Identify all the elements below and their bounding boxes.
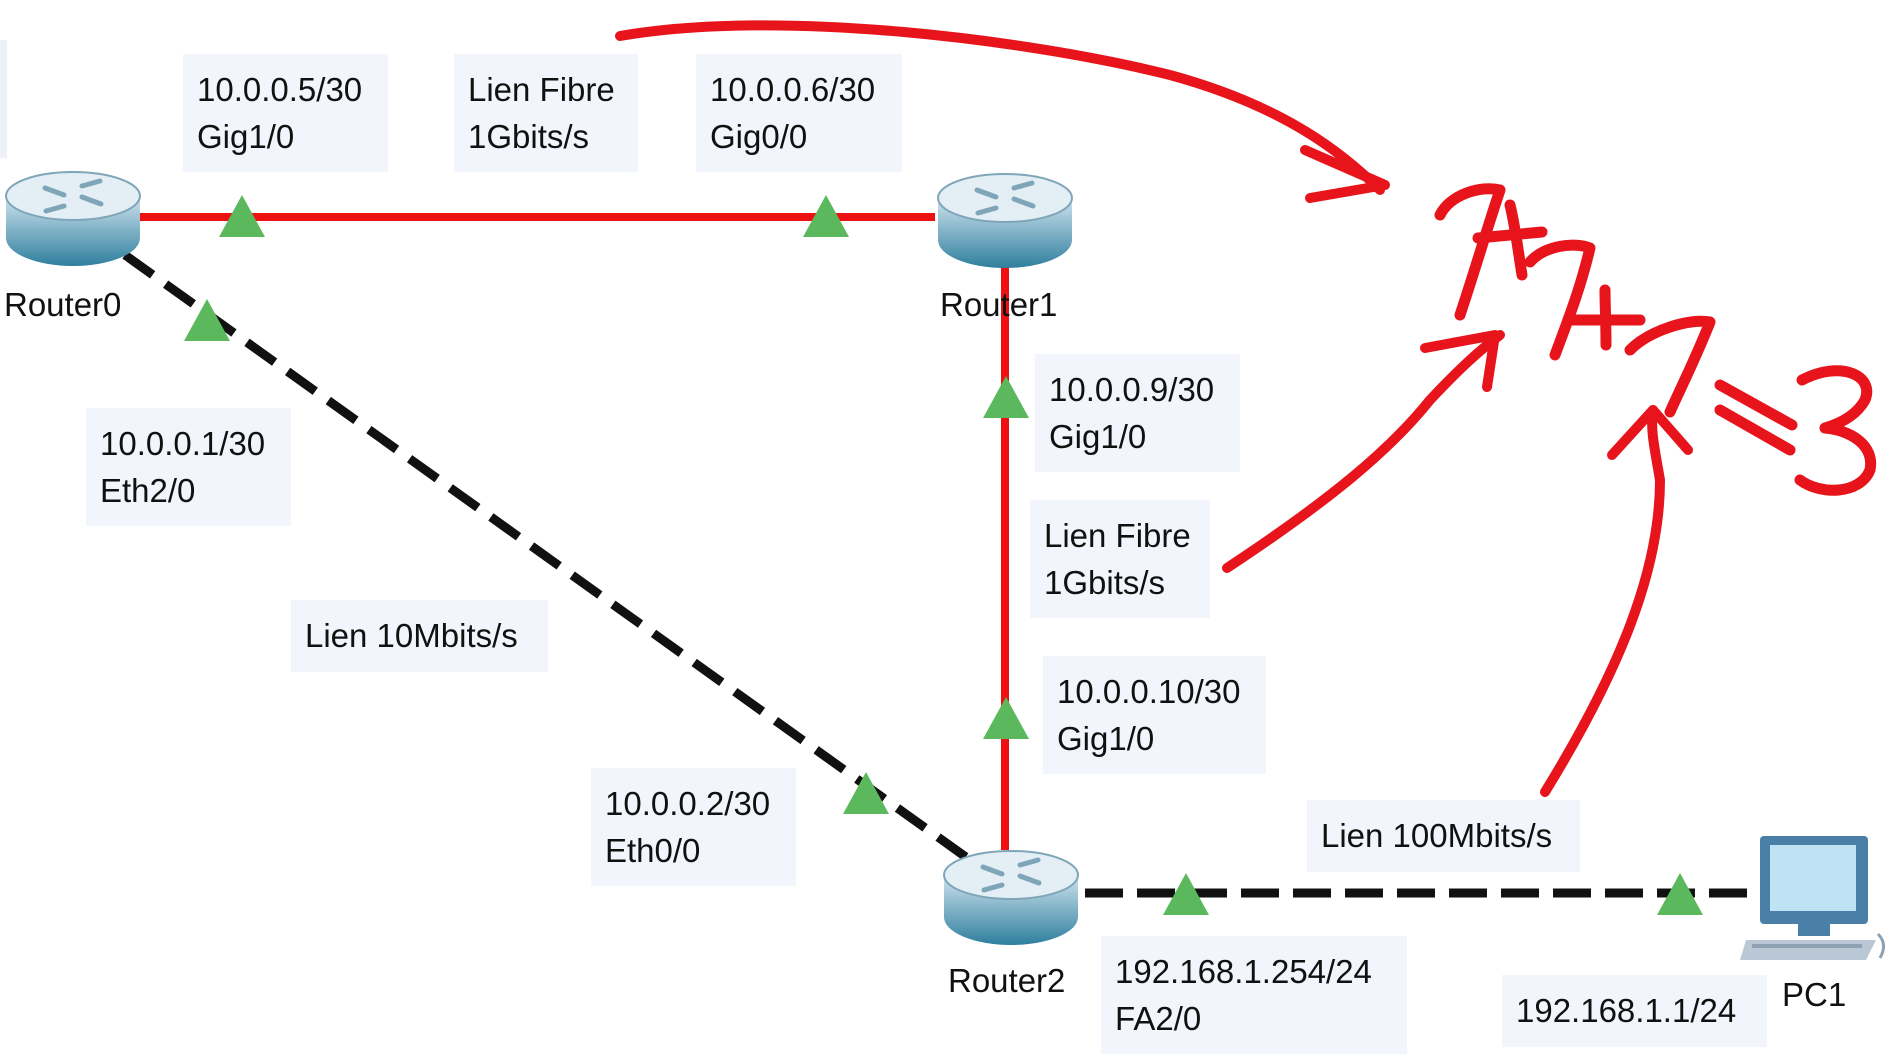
interface-ip: 192.168.1.254/24 — [1115, 953, 1372, 990]
interface-ip: 10.0.0.1/30 — [100, 425, 266, 462]
interface-label: 10.0.0.1/30 Eth2/0 — [86, 408, 291, 526]
interface-ip: 10.0.0.2/30 — [605, 785, 771, 822]
router-icon[interactable] — [932, 170, 1078, 270]
link-label: Lien 100Mbits/s — [1307, 800, 1580, 872]
port-up-triangle-icon — [1657, 873, 1703, 915]
interface-port: FA2/0 — [1115, 1000, 1202, 1037]
handwritten-arrow — [1222, 330, 1505, 573]
interface-port: Gig0/0 — [710, 118, 808, 155]
interface-ip: 10.0.0.6/30 — [710, 71, 876, 108]
link-label: Lien Fibre 1Gbits/s — [1030, 500, 1210, 618]
router-icon[interactable] — [0, 168, 146, 268]
link-speed: 1Gbits/s — [1044, 564, 1166, 601]
handwritten-arrow — [1607, 405, 1693, 460]
interface-port: Gig1/0 — [1049, 418, 1147, 455]
interface-label: 192.168.1.254/24 FA2/0 — [1101, 936, 1407, 1054]
edge-strip — [0, 40, 7, 158]
link-speed: Lien 10Mbits/s — [305, 617, 518, 654]
interface-ip: 10.0.0.5/30 — [197, 71, 363, 108]
port-up-triangle-icon — [184, 299, 230, 341]
interface-ip: 10.0.0.9/30 — [1049, 371, 1215, 408]
handwritten-arrow — [1420, 330, 1500, 392]
link-media: Lien Fibre — [1044, 517, 1191, 554]
interface-label: 10.0.0.9/30 Gig1/0 — [1035, 354, 1240, 472]
handwritten-arrow — [615, 20, 1385, 195]
handwritten-arrow — [1540, 405, 1665, 797]
port-up-triangle-icon — [184, 195, 1703, 915]
pc-icon[interactable] — [1738, 834, 1888, 964]
interface-label: 10.0.0.10/30 Gig1/0 — [1043, 656, 1266, 774]
port-up-triangle-icon — [219, 195, 265, 237]
link-speed: 1Gbits/s — [468, 118, 590, 155]
handwritten-equation-1+1+1=3 — [1434, 183, 1877, 496]
port-up-triangle-icon — [983, 376, 1029, 418]
interface-label: 10.0.0.2/30 Eth0/0 — [591, 768, 796, 886]
port-up-triangle-icon — [983, 697, 1029, 739]
interface-port: Eth0/0 — [605, 832, 701, 869]
interface-port: Gig1/0 — [197, 118, 295, 155]
router-icon[interactable] — [938, 847, 1084, 947]
link-r0-r2-ethernet[interactable] — [122, 251, 973, 864]
interface-label: 192.168.1.1/24 — [1502, 975, 1767, 1047]
interface-port: Gig1/0 — [1057, 720, 1155, 757]
link-label: Lien Fibre 1Gbits/s — [454, 54, 638, 172]
link-speed: Lien 100Mbits/s — [1321, 817, 1553, 854]
interface-port: Eth2/0 — [100, 472, 196, 509]
handwritten-arrow — [1300, 145, 1390, 203]
port-up-triangle-icon — [803, 195, 849, 237]
port-up-triangle-icon — [1163, 873, 1209, 915]
interface-ip: 10.0.0.10/30 — [1057, 673, 1241, 710]
device-label-router1: Router1 — [940, 286, 1058, 323]
link-label: Lien 10Mbits/s — [291, 600, 548, 672]
interface-ip: 192.168.1.1/24 — [1516, 992, 1737, 1029]
port-up-triangle-icon — [843, 772, 889, 814]
device-label-router0: Router0 — [4, 286, 122, 323]
interface-label: 10.0.0.6/30 Gig0/0 — [696, 54, 902, 172]
interface-label: 10.0.0.5/30 Gig1/0 — [183, 54, 388, 172]
device-label-pc1: PC1 — [1782, 976, 1847, 1013]
link-media: Lien Fibre — [468, 71, 615, 108]
device-label-router2: Router2 — [948, 962, 1066, 999]
